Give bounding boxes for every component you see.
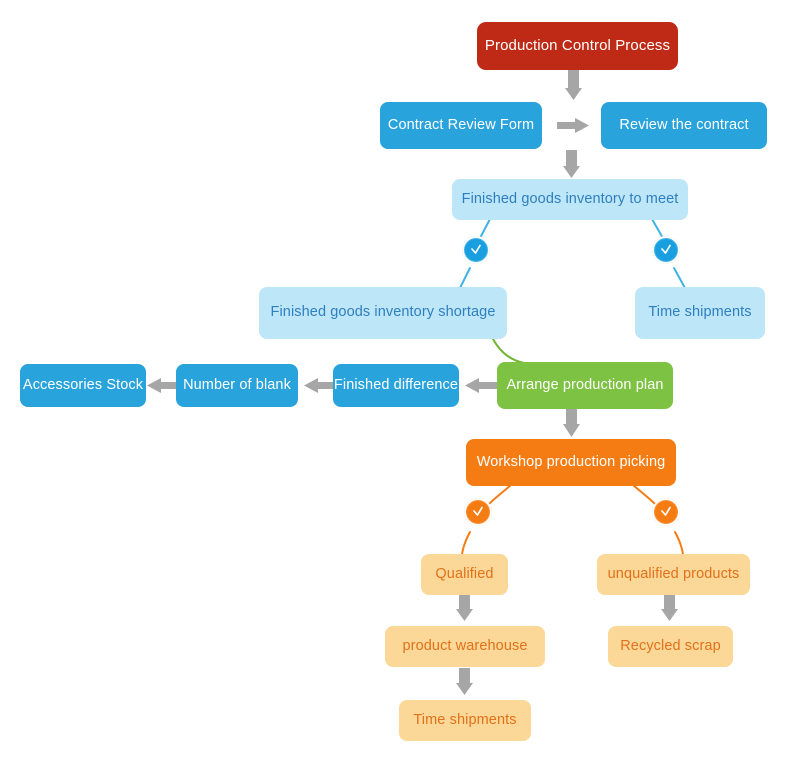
- badge-disc: [467, 501, 489, 523]
- node-label: Time shipments: [413, 711, 517, 728]
- node-label: Finished goods inventory shortage: [270, 304, 496, 321]
- node-label: Number of blank: [183, 376, 291, 393]
- node-workshop-production-picking[interactable]: Workshop production picking: [466, 439, 676, 486]
- check-glyph: [471, 244, 481, 254]
- node-qualified[interactable]: Qualified: [421, 554, 508, 595]
- node-finished-difference[interactable]: Finished difference: [333, 364, 459, 407]
- check-circle-icon-qualified[interactable]: [464, 498, 492, 526]
- node-label: Accessories Stock: [22, 376, 144, 393]
- badge-ring: [462, 236, 490, 264]
- node-product-warehouse[interactable]: product warehouse: [385, 626, 545, 667]
- node-label: Workshop production picking: [476, 453, 666, 470]
- node-recycled-scrap[interactable]: Recycled scrap: [608, 626, 733, 667]
- node-label: unqualified products: [607, 565, 740, 582]
- node-finished-goods-inventory-to-meet[interactable]: Finished goods inventory to meet: [452, 179, 688, 220]
- connector-workshop-right-lower: [674, 531, 684, 557]
- arrow-qualified-to-warehouse: [456, 594, 473, 621]
- badge-ring: [464, 498, 492, 526]
- node-label: Recycled scrap: [620, 637, 721, 654]
- connector-shortage-to-plan: [492, 338, 525, 364]
- node-label: Production Control Process: [484, 37, 671, 54]
- arrow-blank-to-accessories: [147, 378, 179, 393]
- check-circle-icon-time-shipments[interactable]: [652, 236, 680, 264]
- node-label: Finished difference: [333, 376, 459, 393]
- arrow-title-to-contract: [565, 70, 582, 100]
- check-glyph: [661, 244, 671, 254]
- node-contract-review-form[interactable]: Contract Review Form: [380, 102, 542, 149]
- badge-ring: [652, 498, 680, 526]
- arrow-unqualified-to-scrap: [661, 594, 678, 621]
- node-label: product warehouse: [402, 637, 528, 654]
- node-unqualified-products[interactable]: unqualified products: [597, 554, 750, 595]
- arrow-contract-to-review: [557, 118, 589, 133]
- arrow-difference-to-blank: [304, 378, 336, 393]
- node-label: Qualified: [435, 565, 494, 582]
- node-arrange-production-plan[interactable]: Arrange production plan: [497, 362, 673, 409]
- node-label: Review the contract: [619, 116, 749, 133]
- node-label: Contract Review Form: [387, 116, 535, 133]
- arrow-plan-to-workshop: [563, 408, 580, 437]
- node-time-shipments-bottom[interactable]: Time shipments: [399, 700, 531, 741]
- badge-disc: [465, 239, 487, 261]
- node-production-control-process[interactable]: Production Control Process: [477, 22, 678, 70]
- check-glyph: [473, 506, 483, 516]
- check-glyph: [661, 506, 671, 516]
- connector-workshop-left-lower: [461, 531, 471, 557]
- node-label: Time shipments: [648, 304, 752, 321]
- node-review-the-contract[interactable]: Review the contract: [601, 102, 767, 149]
- arrow-warehouse-to-shipments: [456, 668, 473, 695]
- connector-inventory-right-lower: [673, 267, 686, 289]
- check-circle-icon-inventory-shortage[interactable]: [462, 236, 490, 264]
- arrow-contract-to-inventory: [563, 150, 580, 178]
- node-time-shipments-top[interactable]: Time shipments: [635, 287, 765, 339]
- connector-inventory-left-lower: [459, 267, 471, 289]
- check-circle-icon-unqualified[interactable]: [652, 498, 680, 526]
- connector-workshop-right-upper: [632, 484, 656, 505]
- node-label: Finished goods inventory to meet: [461, 190, 679, 207]
- connector-workshop-left-upper: [488, 484, 512, 505]
- badge-disc: [655, 501, 677, 523]
- node-finished-goods-inventory-shortage[interactable]: Finished goods inventory shortage: [259, 287, 507, 339]
- node-label: Arrange production plan: [506, 376, 664, 393]
- arrow-plan-to-difference: [465, 378, 497, 393]
- badge-ring: [652, 236, 680, 264]
- node-accessories-stock[interactable]: Accessories Stock: [20, 364, 146, 407]
- badge-disc: [655, 239, 677, 261]
- node-number-of-blank[interactable]: Number of blank: [176, 364, 298, 407]
